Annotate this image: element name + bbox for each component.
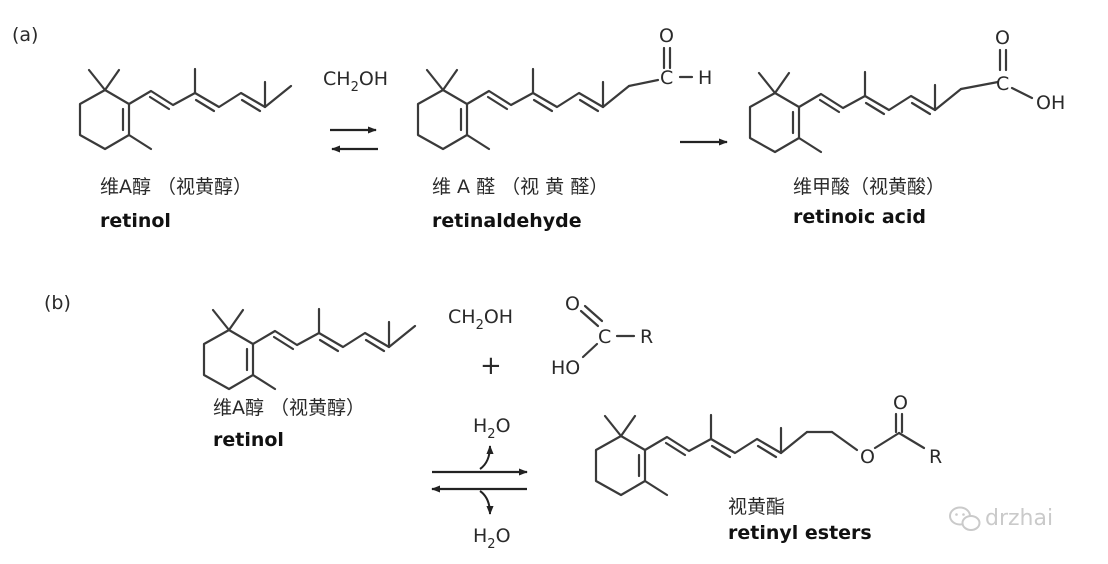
water-release-arrow [479, 445, 494, 470]
panel-a-label: (a) [12, 24, 38, 46]
retinoic-acid-structure: O C OH [748, 27, 1065, 154]
retinol-ch2oh-a: CH2OH [323, 68, 388, 95]
retinol-structure-a: CH2OH [78, 67, 388, 151]
retinol-en-label-b: retinol [213, 429, 284, 451]
water-top: H2O [473, 415, 511, 470]
ester-oxygen: O [860, 446, 875, 468]
water-bottom-formula: H2O [473, 525, 511, 552]
retinol-ch2oh-b: CH2OH [448, 306, 513, 333]
equilibrium-arrows-a [330, 126, 378, 153]
retinol-cn-label-a: 维A醇 （视黄醇） [100, 176, 252, 198]
retinyl-ester-structure: O O R [594, 392, 942, 497]
retinol-skeleton-b [202, 307, 417, 391]
aldehyde-carbon: C [660, 67, 673, 89]
acid-b-hydroxyl: HO [551, 357, 580, 379]
retinol-en-label-a: retinol [100, 210, 171, 232]
retinoic-acid-cn-label: 维甲酸（视黄酸） [793, 176, 945, 198]
retinaldehyde-skeleton [416, 67, 631, 151]
acid-carbonyl-oxygen: O [995, 27, 1010, 49]
panel-b-label: (b) [44, 292, 71, 314]
aldehyde-oxygen: O [659, 25, 674, 47]
water-bottom: H2O [473, 490, 511, 552]
water-uptake-arrow [479, 490, 494, 515]
retinyl-ester-skeleton [594, 413, 809, 497]
wechat-icon [949, 506, 981, 531]
plus-sign: + [480, 351, 502, 381]
retinol-skeleton-a [78, 67, 293, 151]
watermark: drzhai [949, 506, 1053, 531]
retinol-structure-b: CH2OH [202, 306, 513, 391]
carboxylic-acid-structure: O C R HO [551, 293, 653, 379]
acid-b-carbonyl-oxygen: O [565, 293, 580, 315]
acid-b-r-group: R [640, 326, 653, 348]
aldehyde-hydrogen: H [698, 67, 712, 89]
retinoic-acid-en-label: retinoic acid [793, 206, 926, 228]
acid-b-carbon: C [598, 326, 611, 348]
retinaldehyde-en-label: retinaldehyde [432, 210, 582, 232]
retinyl-ester-cn-label: 视黄酯 [728, 496, 785, 518]
retinoic-acid-skeleton [748, 70, 963, 154]
ester-carbonyl-oxygen: O [893, 392, 908, 414]
equilibrium-arrows-b [431, 468, 528, 493]
acid-hydroxyl: OH [1036, 92, 1065, 114]
retinol-cn-label-b: 维A醇 （视黄醇） [213, 397, 365, 419]
retinaldehyde-structure: O C H [416, 25, 712, 151]
retinaldehyde-cn-label: 维 A 醛 （视 黄 醛） [432, 176, 608, 198]
watermark-text: drzhai [985, 506, 1053, 531]
retinyl-ester-en-label: retinyl esters [728, 522, 872, 544]
ester-r-group: R [929, 446, 942, 468]
acid-carbon: C [996, 73, 1009, 95]
water-top-formula: H2O [473, 415, 511, 442]
